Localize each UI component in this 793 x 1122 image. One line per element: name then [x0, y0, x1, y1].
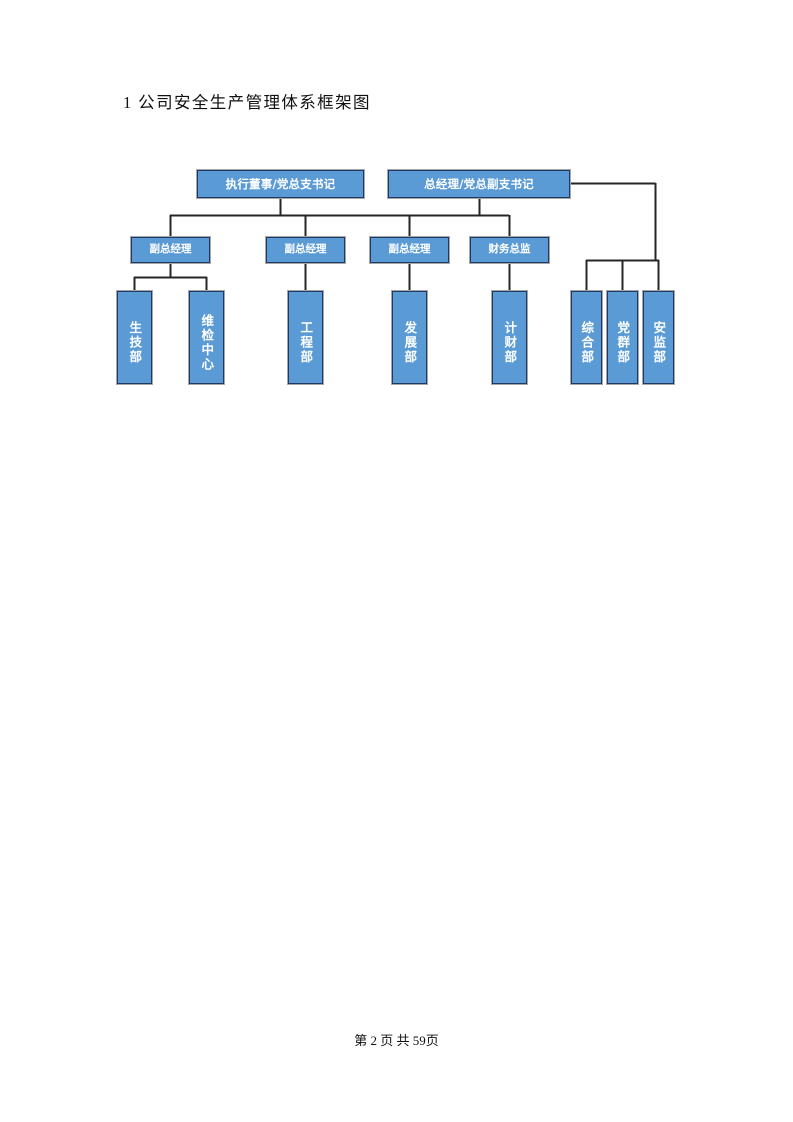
page-footer: 第 2 页 共 59页	[354, 1033, 439, 1048]
node-general-manager[interactable]: 总经理/党总副支书记	[387, 169, 571, 199]
node-deputy-gm-3[interactable]: 副总经理	[369, 236, 450, 264]
node-dept-fazhan[interactable]: 发展部	[391, 290, 428, 385]
node-deputy-gm-2[interactable]: 副总经理	[265, 236, 346, 264]
node-cfo[interactable]: 财务总监	[469, 236, 550, 264]
node-dept-zonghe[interactable]: 综合部	[570, 290, 603, 385]
node-dept-anjian[interactable]: 安监部	[642, 290, 675, 385]
node-dept-gongcheng[interactable]: 工程部	[287, 290, 324, 385]
node-deputy-gm-1[interactable]: 副总经理	[130, 236, 211, 264]
node-dept-dangqun[interactable]: 党群部	[606, 290, 639, 385]
page-title: 1 公司安全生产管理体系框架图	[123, 93, 371, 112]
node-exec-director[interactable]: 执行董事/党总支书记	[196, 169, 365, 199]
node-dept-shengji[interactable]: 生技部	[116, 290, 153, 385]
node-dept-weijian[interactable]: 维检中心	[188, 290, 225, 385]
node-dept-jicai[interactable]: 计财部	[491, 290, 528, 385]
